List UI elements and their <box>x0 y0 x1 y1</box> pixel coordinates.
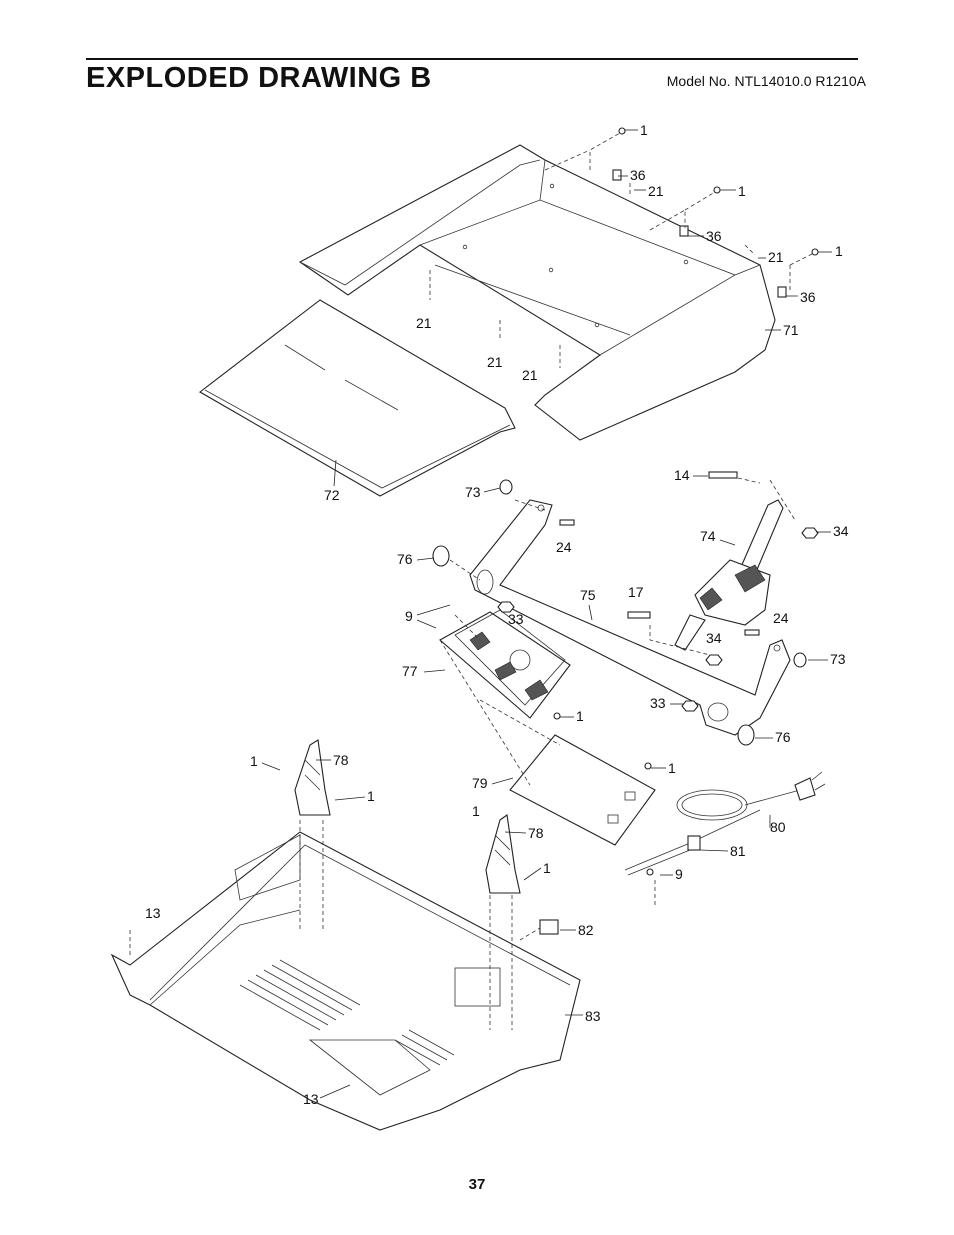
callout-72: 72 <box>324 487 340 503</box>
callout-36-b: 36 <box>706 228 722 244</box>
callout-73-a: 73 <box>465 484 481 500</box>
callout-75: 75 <box>580 587 596 603</box>
callout-76-b: 76 <box>775 729 791 745</box>
callout-33-b: 33 <box>650 695 666 711</box>
hood-part-71 <box>298 144 776 441</box>
callout-73-b: 73 <box>830 651 846 667</box>
callout-82: 82 <box>578 922 594 938</box>
base-part-83 <box>110 831 581 1131</box>
callout-13-b: 13 <box>303 1091 319 1107</box>
callout-9-b: 9 <box>675 866 683 882</box>
callout-1-h: 1 <box>472 803 480 819</box>
callout-labels: 1 36 21 1 36 21 1 36 71 21 21 21 72 14 7… <box>145 122 849 1107</box>
callout-21-b: 21 <box>768 249 784 265</box>
callout-36-c: 36 <box>800 289 816 305</box>
callout-13-a: 13 <box>145 905 161 921</box>
callout-1-e: 1 <box>250 753 258 769</box>
hardware-symbols <box>432 127 819 935</box>
callout-9-a: 9 <box>405 608 413 624</box>
callout-33-a: 33 <box>508 611 524 627</box>
page-number: 37 <box>468 1176 486 1193</box>
model-number: Model No. NTL14010.0 R1210A <box>666 73 866 89</box>
callout-34-a: 34 <box>833 523 849 539</box>
hood-cover-part-72 <box>199 299 516 497</box>
bracket-left-part-78 <box>294 739 331 816</box>
callout-78-b: 78 <box>528 825 544 841</box>
callout-21-a: 21 <box>648 183 664 199</box>
callout-14: 14 <box>674 467 690 483</box>
assembly-lines <box>129 132 813 1030</box>
plate-part-79 <box>509 734 656 846</box>
callout-1-g: 1 <box>668 760 676 776</box>
callout-71: 71 <box>783 322 799 338</box>
callout-76-a: 76 <box>397 551 413 567</box>
callout-1-c: 1 <box>835 243 843 259</box>
callout-21-c: 21 <box>416 315 432 331</box>
bracket-right-part-78 <box>485 814 521 894</box>
callout-77: 77 <box>402 663 418 679</box>
callout-21-d: 21 <box>487 354 503 370</box>
callout-1-f: 1 <box>367 788 375 804</box>
callout-17: 17 <box>628 584 644 600</box>
leader-lines <box>261 129 832 1099</box>
wire-harness-part-81 <box>624 809 761 876</box>
upright-part-75 <box>469 499 791 736</box>
callout-78-a: 78 <box>333 752 349 768</box>
callout-80: 80 <box>770 819 786 835</box>
callout-83: 83 <box>585 1008 601 1024</box>
callout-36-a: 36 <box>630 167 646 183</box>
callout-79: 79 <box>472 775 488 791</box>
power-cord-part-80 <box>676 771 826 821</box>
callout-1-i: 1 <box>543 860 551 876</box>
callout-1-b: 1 <box>738 183 746 199</box>
actuator-part-74 <box>674 499 784 651</box>
callout-24-b: 24 <box>773 610 789 626</box>
callout-21-e: 21 <box>522 367 538 383</box>
header-rule <box>86 58 858 60</box>
callout-74: 74 <box>700 528 716 544</box>
callout-1-d: 1 <box>576 708 584 724</box>
callout-1-a: 1 <box>640 122 648 138</box>
controller-part-77 <box>439 609 571 719</box>
callout-81: 81 <box>730 843 746 859</box>
page-title: EXPLODED DRAWING B <box>86 62 432 94</box>
callout-34-b: 34 <box>706 630 722 646</box>
callout-24-a: 24 <box>556 539 572 555</box>
